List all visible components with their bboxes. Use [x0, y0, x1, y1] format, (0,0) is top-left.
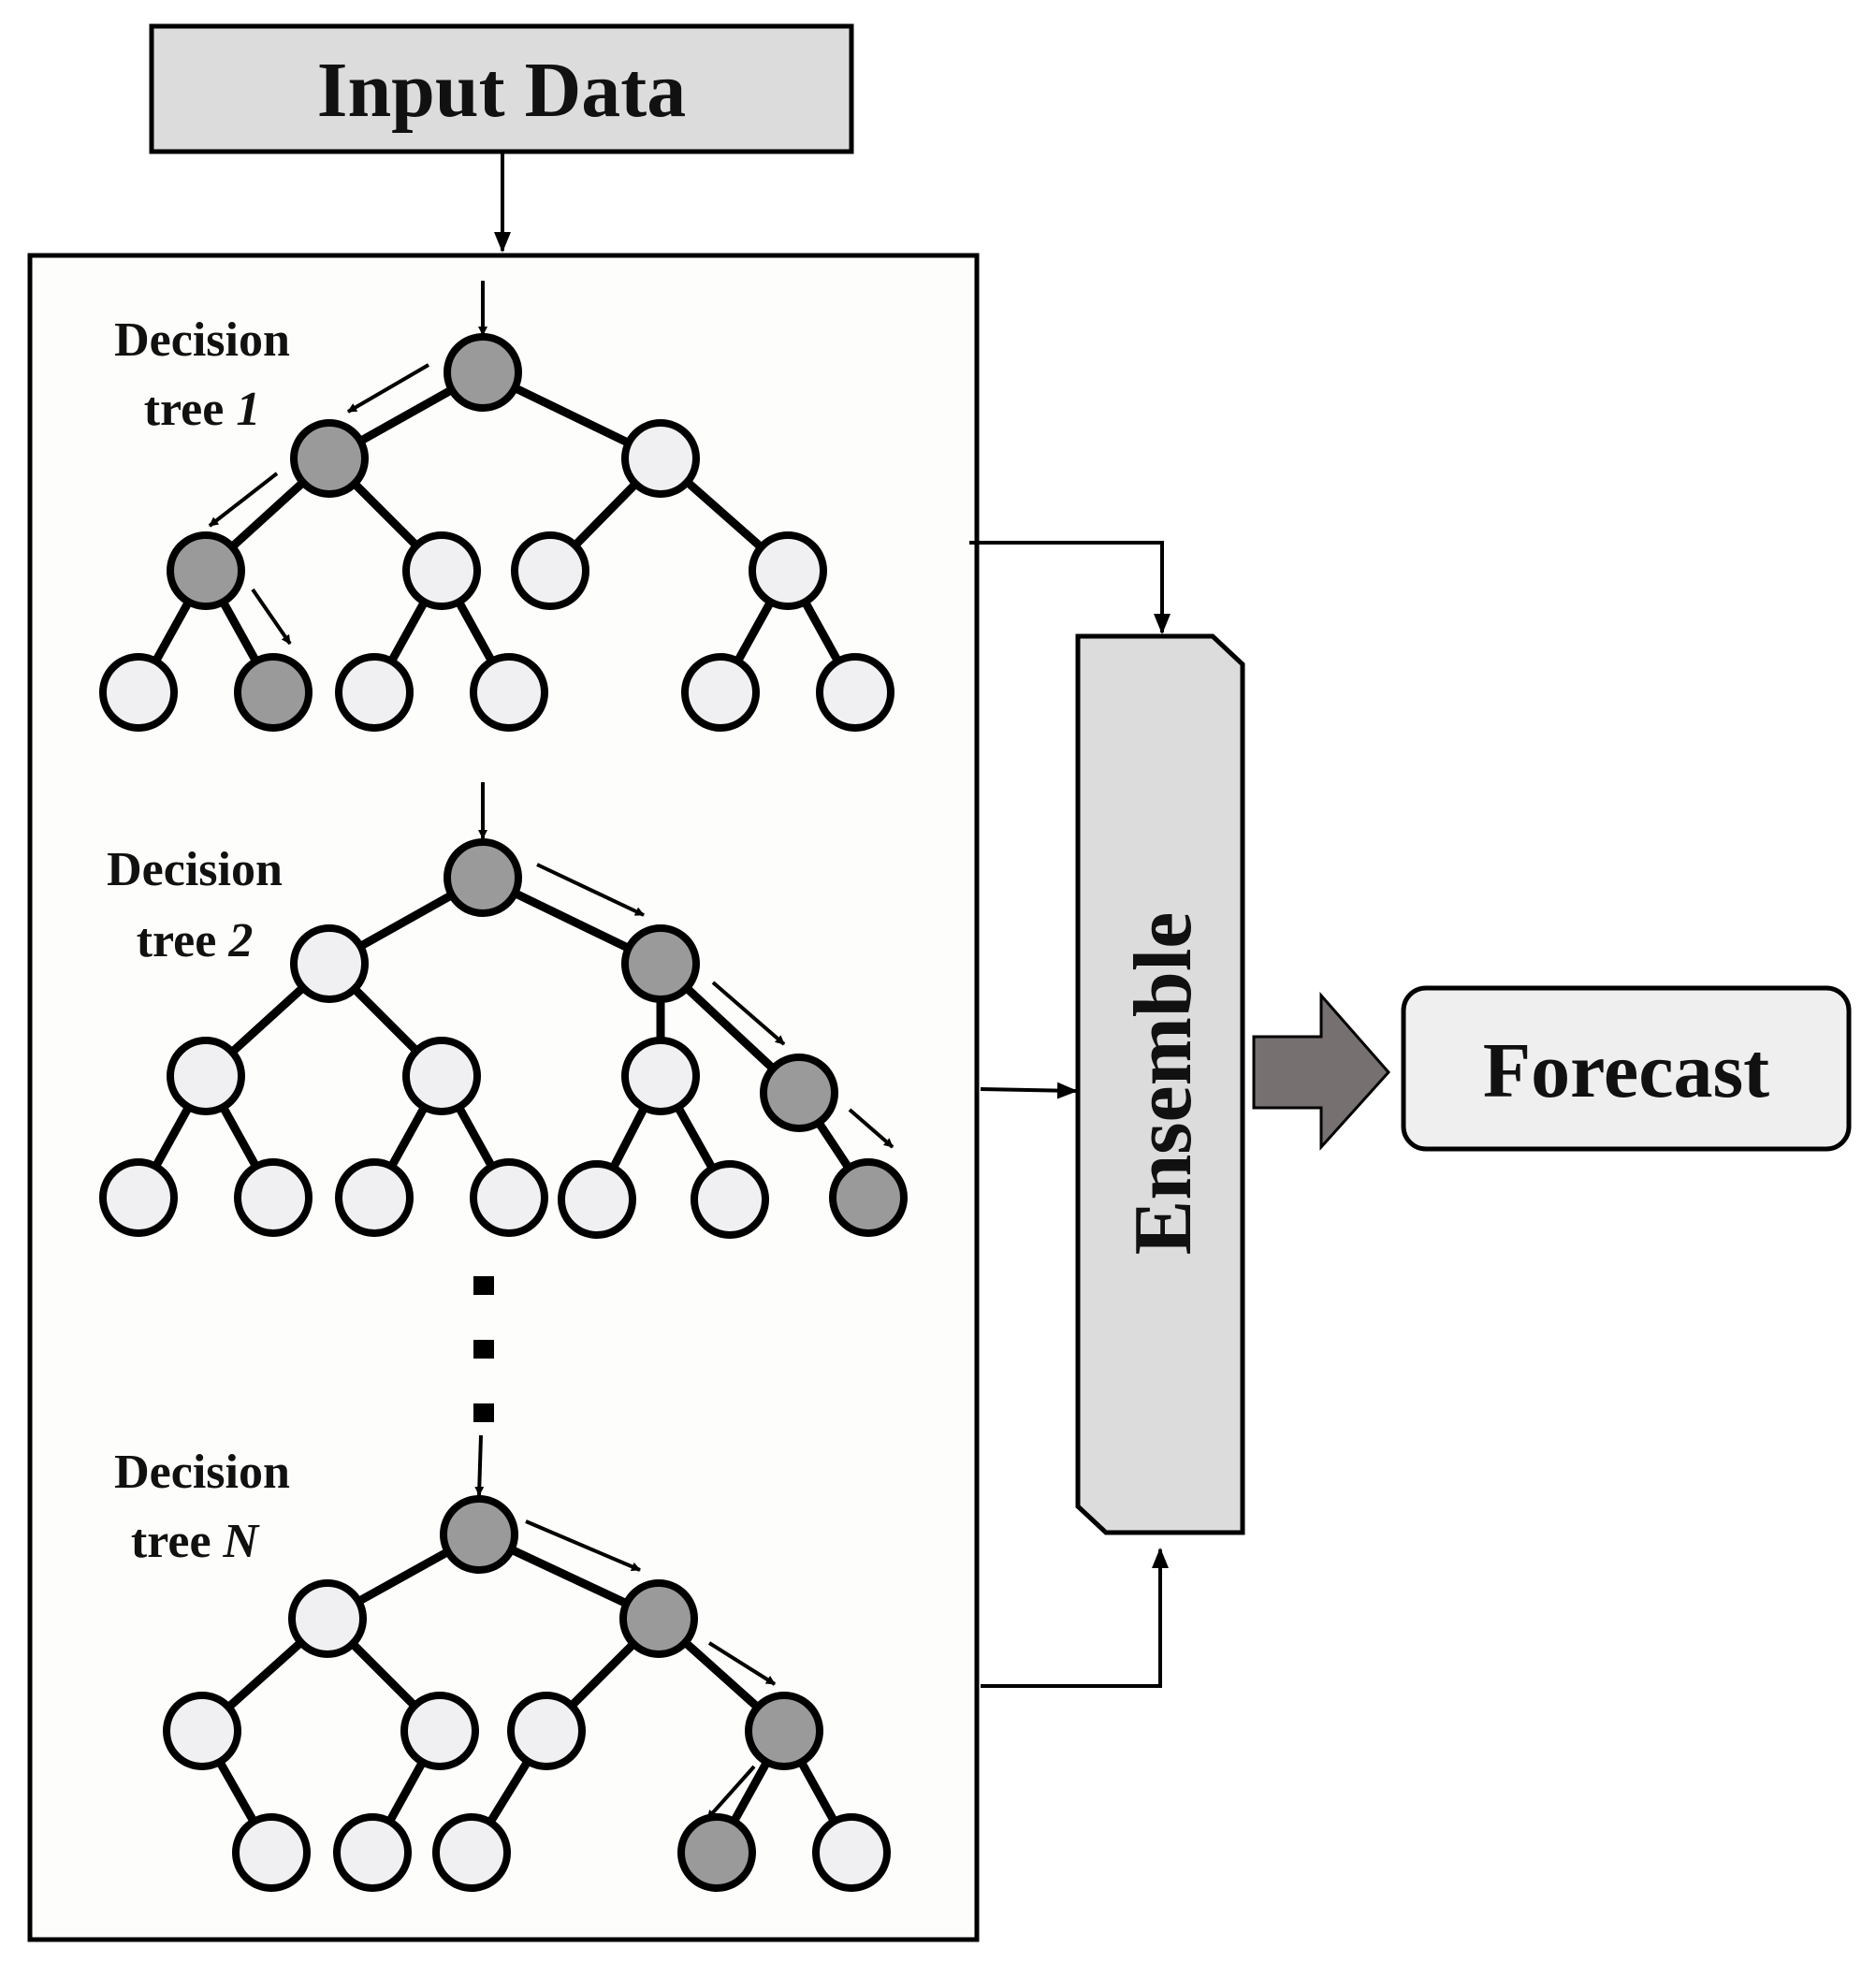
active-node — [444, 838, 522, 917]
tree-1-word: tree — [144, 383, 225, 436]
active-node — [745, 1692, 823, 1770]
forecast-box — [1401, 985, 1852, 1152]
tree-n-to-ensemble-connector — [981, 1548, 1169, 1688]
path-arrow — [705, 1765, 756, 1821]
path-arrows — [208, 281, 894, 1821]
tree-node — [167, 1037, 245, 1115]
output-block-arrow — [1252, 992, 1391, 1151]
active-node — [440, 1495, 518, 1574]
active-node — [234, 653, 313, 732]
tree-node — [621, 1037, 700, 1115]
tree-node — [749, 531, 827, 610]
active-node — [829, 1158, 908, 1237]
tree-2-label-line2: tree 2 — [137, 914, 254, 967]
tree-node — [290, 924, 369, 1003]
active-node — [621, 924, 700, 1003]
tree-node — [335, 653, 414, 732]
forecast-label: Forecast — [1483, 1027, 1769, 1114]
entry-arrow — [474, 1434, 485, 1496]
active-node — [760, 1054, 838, 1132]
tree-node — [335, 1158, 414, 1237]
path-arrow — [208, 472, 279, 528]
tree-node — [333, 1813, 412, 1892]
ellipsis-dot — [473, 1340, 494, 1359]
tree-node — [99, 653, 178, 732]
tree-1-label-line2: tree 1 — [144, 383, 261, 436]
path-arrow — [536, 863, 645, 917]
tree-node — [470, 1158, 548, 1237]
tree-node — [402, 1037, 481, 1115]
tree-node — [691, 1160, 769, 1239]
tree-node — [816, 653, 894, 732]
tree-node — [681, 653, 760, 732]
tree-1-label-line1: Decision — [114, 313, 290, 367]
path-arrow — [707, 1641, 777, 1686]
tree-node — [507, 1692, 586, 1770]
tree-nodes — [99, 333, 908, 1892]
path-arrow — [848, 1108, 894, 1149]
tree-node — [288, 1579, 367, 1658]
path-arrow — [346, 363, 430, 414]
active-node — [444, 333, 522, 412]
input-data-label: Input Data — [317, 47, 686, 134]
ensemble-label: Ensemble — [1118, 912, 1209, 1256]
active-node — [677, 1813, 756, 1892]
tree-1-index: 1 — [236, 383, 260, 436]
path-arrow — [251, 588, 292, 646]
tree-node — [234, 1158, 313, 1237]
tree-node — [232, 1813, 311, 1892]
ellipsis-dot — [473, 1276, 494, 1295]
tree-node — [812, 1813, 891, 1892]
tree-node — [99, 1158, 178, 1237]
tree-n-word: tree — [131, 1515, 211, 1568]
ellipsis-dot — [473, 1403, 494, 1422]
active-node — [290, 419, 369, 498]
tree-n-index: N — [223, 1515, 261, 1568]
active-node — [619, 1579, 698, 1658]
active-node — [167, 531, 245, 610]
tree-node — [621, 419, 700, 498]
tree-2-to-ensemble-connector — [980, 1082, 1078, 1099]
tree-node — [558, 1160, 636, 1239]
tree-node — [470, 653, 548, 732]
tree-1-to-ensemble-connector — [969, 541, 1171, 634]
ensemble-box — [1075, 633, 1245, 1535]
path-arrow — [525, 1519, 641, 1572]
tree-n-label-line1: Decision — [114, 1446, 290, 1499]
tree-2-label-line1: Decision — [107, 843, 283, 896]
tree-n-label-line2: tree N — [131, 1515, 261, 1568]
path-arrow — [711, 981, 786, 1046]
tree-node — [400, 1692, 479, 1770]
tree-node — [402, 531, 481, 610]
tree-2-word: tree — [137, 914, 217, 967]
tree-node — [432, 1813, 511, 1892]
input-data-box — [149, 23, 854, 154]
tree-node — [163, 1692, 241, 1770]
tree-2-index: 2 — [227, 914, 253, 967]
tree-node — [511, 531, 589, 610]
